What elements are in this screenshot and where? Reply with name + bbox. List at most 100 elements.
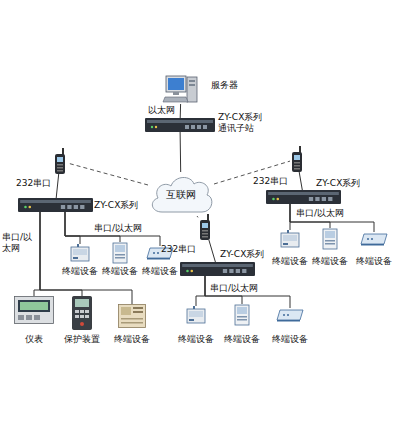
terminal-device: 终端设备: [280, 230, 300, 248]
comm-substation: ZY-CX系列: [266, 190, 341, 204]
icon-part: [325, 231, 335, 238]
device-icon: [112, 242, 128, 264]
icon-part: [80, 322, 84, 326]
icon-part: [71, 247, 89, 261]
icon-part: [147, 258, 170, 260]
icon-part: [322, 197, 326, 201]
icon-part: [80, 310, 84, 313]
icon-part: [202, 233, 208, 235]
icon-part: [163, 97, 188, 102]
gprs-modem: 232串口: [53, 148, 67, 174]
icon-part: [29, 206, 32, 208]
device-label: 终端设备: [178, 334, 214, 345]
icon-part: [191, 125, 195, 129]
icon-part: [361, 234, 387, 244]
icon-part: [55, 154, 65, 174]
icon-part: [85, 315, 89, 318]
device-icon: [14, 296, 54, 324]
icon-part: [73, 249, 87, 255]
device-icon: [118, 304, 146, 328]
icon-part: [207, 214, 209, 221]
icon-part: [57, 157, 63, 162]
icon-part: [235, 305, 249, 325]
device-label: 终端设备: [114, 334, 150, 345]
device-label: 保护装置: [64, 334, 100, 345]
device-label: 终端设备: [312, 256, 348, 267]
icon-part: [283, 243, 288, 245]
connector-line: [299, 172, 302, 190]
icon-part: [152, 177, 212, 212]
icon-part: [20, 200, 91, 203]
comm-substation: ZY-CX系列: [18, 198, 93, 212]
icon-part: [73, 257, 78, 259]
device-icon: [360, 232, 388, 246]
device-label: ZY-CX系列 通讯子站: [218, 112, 270, 134]
terminal-device: 终端设备: [70, 244, 90, 262]
icon-part: [62, 148, 64, 155]
device-label: ZY-CX系列: [220, 249, 264, 260]
icon-part: [166, 76, 186, 92]
terminal-device: 终端设备: [322, 228, 338, 250]
icon-part: [237, 307, 247, 314]
icon-part: [57, 164, 63, 166]
device-icon: [180, 262, 255, 276]
icon-part: [75, 315, 79, 318]
icon-part: [121, 322, 143, 324]
icon-part: [80, 205, 84, 209]
icon-part: [309, 197, 313, 201]
icon-part: [168, 78, 184, 90]
icon-part: [121, 307, 131, 315]
icon-part: [187, 77, 197, 102]
icon-part: [189, 311, 203, 317]
meter-device: 仪表: [14, 296, 54, 324]
device-label: 终端设备: [272, 334, 308, 345]
device-icon: [163, 74, 199, 104]
device-label: 终端设备: [102, 266, 138, 277]
icon-part: [180, 262, 255, 276]
device-label: 232串口: [161, 244, 196, 255]
comm-substation: ZY-CX系列: [180, 262, 255, 276]
icon-part: [119, 305, 146, 328]
icon-part: [34, 315, 40, 320]
icon-part: [67, 205, 71, 209]
icon-part: [294, 168, 300, 170]
device-label: 终端设备: [272, 256, 308, 267]
icon-part: [115, 245, 125, 252]
icon-part: [281, 233, 299, 247]
connector-line: [65, 212, 160, 246]
icon-part: [75, 310, 79, 313]
server-computer: 服务器: [163, 74, 199, 104]
device-label: 终端设备: [62, 266, 98, 277]
edge-label: 以太网: [148, 105, 175, 116]
icon-part: [197, 125, 201, 129]
device-label: 232串口: [253, 176, 288, 187]
icon-part: [223, 269, 227, 273]
connector-line: [209, 240, 216, 262]
device-label: 终端设备: [356, 256, 392, 267]
connector-line: [205, 276, 290, 308]
wireless-link: [67, 163, 148, 185]
terminal-device: 终端设备: [234, 304, 250, 326]
device-icon: [186, 306, 206, 324]
icon-part: [15, 297, 54, 324]
icon-part: [187, 309, 205, 323]
connector-line: [196, 276, 205, 306]
icon-part: [229, 269, 233, 273]
icon-part: [153, 252, 155, 254]
wireless-link: [197, 216, 198, 217]
icon-part: [145, 118, 215, 132]
device-icon: [266, 190, 341, 204]
icon-part: [203, 125, 207, 129]
icon-part: [186, 270, 189, 272]
icon-part: [277, 320, 300, 322]
icon-part: [287, 230, 289, 233]
icon-part: [371, 238, 373, 240]
device-icon: [72, 296, 92, 330]
icon-part: [283, 314, 285, 316]
icon-part: [182, 264, 253, 267]
icon-part: [294, 162, 300, 164]
device-label: 终端设备: [224, 334, 260, 345]
icon-part: [236, 269, 240, 273]
device-label: ZY-CX系列: [316, 178, 360, 189]
